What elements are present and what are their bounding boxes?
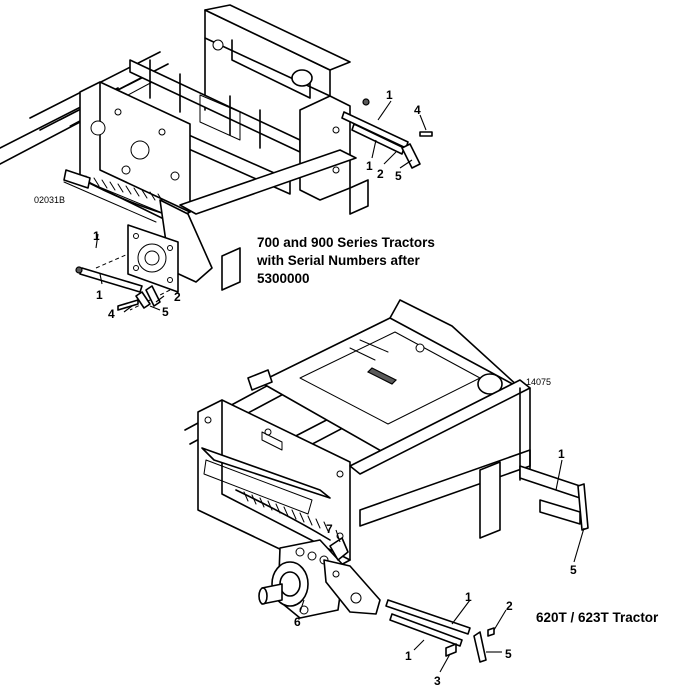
upper-caption-line-1: 700 and 900 Series Tractors [257, 235, 435, 250]
callout-u-1a: 1 [386, 88, 393, 102]
callout-u-1d: 1 [96, 288, 103, 302]
callout-l-1c: 1 [405, 649, 412, 663]
lower-front-bracket [385, 599, 495, 663]
callout-l-1b: 1 [465, 590, 472, 604]
callout-u-1c: 1 [93, 229, 100, 243]
callout-u-2b: 2 [174, 290, 181, 304]
callout-l-5a: 5 [570, 563, 577, 577]
callout-l-1a: 1 [558, 447, 565, 461]
callout-l-6: 6 [294, 615, 301, 629]
upper-frame-assembly [0, 4, 369, 311]
callout-u-4b: 4 [108, 307, 115, 321]
upper-caption: 700 and 900 Series Tractors with Serial … [256, 235, 435, 286]
callout-l-7: 7 [326, 522, 333, 536]
lower-callouts: 1 5 7 6 1 2 1 5 3 [294, 447, 577, 688]
callout-u-5a: 5 [395, 169, 402, 183]
callout-l-5b: 5 [505, 647, 512, 661]
upper-figure-code: 02031B [34, 195, 65, 205]
upper-caption-line-3: 5300000 [257, 271, 310, 286]
callout-u-2a: 2 [377, 167, 384, 181]
upper-caption-line-2: with Serial Numbers after [256, 253, 421, 268]
upper-right-bracket [341, 98, 433, 169]
upper-callouts: 1 4 1 2 5 1 1 2 4 5 [93, 88, 421, 321]
callout-l-3: 3 [434, 674, 441, 688]
lower-frame-assembly [184, 299, 589, 619]
lower-caption: 620T / 623T Tractor [536, 610, 659, 625]
callout-u-4a: 4 [414, 103, 421, 117]
lower-figure-code: 14075 [526, 377, 551, 387]
callout-u-5b: 5 [162, 305, 169, 319]
callout-leaders [95, 100, 585, 673]
callout-u-1b: 1 [366, 159, 373, 173]
callout-l-2: 2 [506, 599, 513, 613]
